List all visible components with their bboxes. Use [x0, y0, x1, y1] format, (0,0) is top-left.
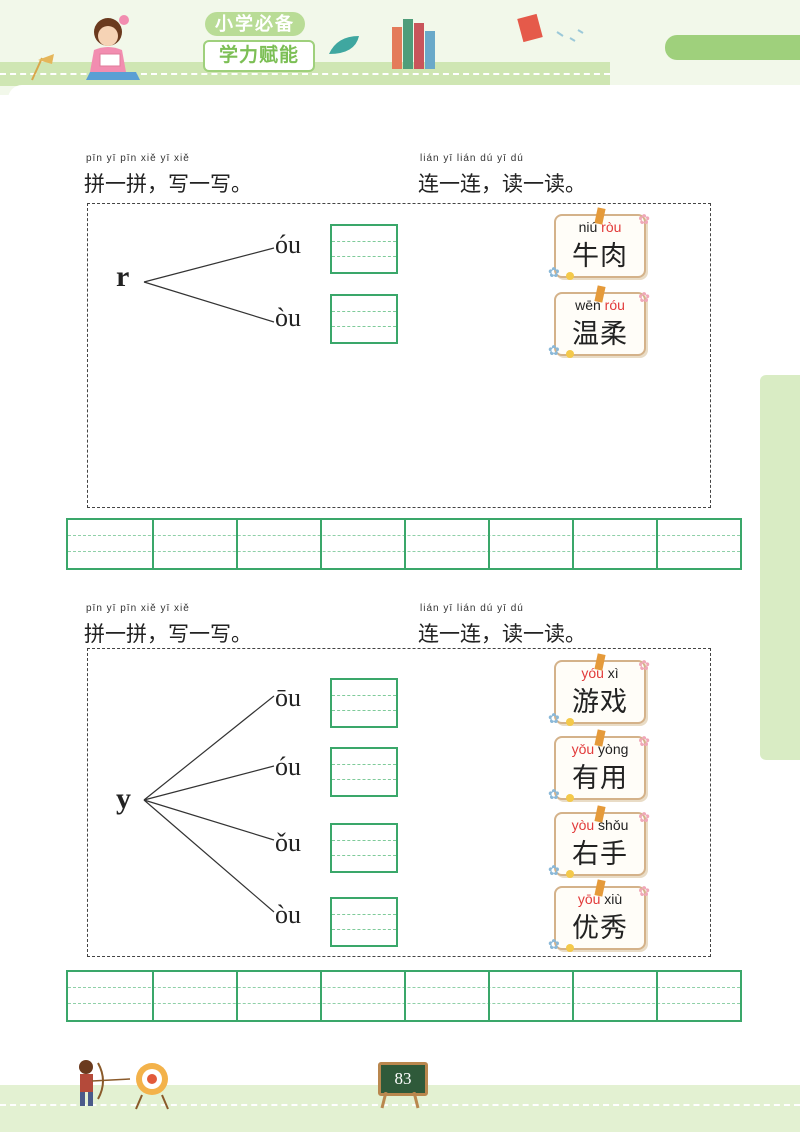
section1-exercise-box — [87, 203, 711, 508]
section1-right-pinyin: lián yī lián dú yī dú — [420, 153, 524, 164]
flying-book-icon — [517, 13, 584, 43]
card-hanzi: 右手 — [572, 839, 628, 870]
section2-right-title: 连一连，读一读。 — [418, 622, 586, 646]
card-pinyin-2: xiù — [604, 891, 623, 907]
section1-final-1: óu — [275, 230, 301, 259]
section1-write-box-1[interactable] — [330, 224, 398, 274]
section2-write-box-1[interactable] — [330, 678, 398, 728]
card-pinyin-1: yòu — [571, 817, 595, 833]
card-hanzi: 游戏 — [572, 687, 628, 718]
card-pinyin-2: xì — [607, 665, 619, 681]
flower-icon: ✿ — [638, 291, 650, 306]
reading-girl-illustration — [31, 15, 140, 81]
header-badge-top: 小学必备 — [205, 12, 305, 36]
flower-icon: ✿ — [638, 659, 650, 674]
card-pinyin-2: róu — [604, 297, 625, 313]
flower-icon: ✿ — [548, 864, 560, 879]
books-icon — [392, 19, 435, 69]
card-pinyin-1: yōu — [577, 891, 601, 907]
header-corner-tab — [665, 35, 800, 60]
section2-right-pinyin: lián yī lián dú yī dú — [420, 603, 524, 614]
section2-word-card-4[interactable]: ✿ ✿ yōu xiù 优秀 — [548, 879, 650, 953]
section2-word-card-1[interactable]: ✿ ✿ yóu xì 游戏 — [548, 653, 650, 727]
flower-icon: ✿ — [548, 938, 560, 953]
section2-final-3: ǒu — [275, 828, 301, 857]
section2-writing-grid[interactable] — [66, 970, 742, 1022]
flower-icon: ✿ — [638, 885, 650, 900]
flower-icon: ✿ — [638, 735, 650, 750]
card-pinyin-2: yòng — [598, 741, 629, 757]
card-pinyin-1: yóu — [581, 665, 604, 681]
flower-icon: ✿ — [638, 213, 650, 228]
card-pinyin-2: ròu — [601, 219, 622, 235]
section2-word-card-2[interactable]: ✿ ✿ yǒu yòng 有用 — [548, 729, 650, 803]
side-tab — [760, 375, 800, 760]
card-pinyin-1: yǒu — [571, 741, 595, 757]
section1-word-card-1[interactable]: ✿ ✿ niú ròu 牛肉 — [548, 207, 650, 281]
section2-write-box-3[interactable] — [330, 823, 398, 873]
leaf-icon — [329, 36, 359, 54]
section1-right-title: 连一连，读一读。 — [418, 172, 586, 196]
section2-final-2: óu — [275, 752, 301, 781]
section1-left-title: 拼一拼，写一写。 — [84, 172, 252, 196]
section2-branch-lines — [143, 695, 275, 913]
section1-word-card-2[interactable]: ✿ ✿ wēn róu 温柔 — [548, 285, 650, 359]
section2-write-box-2[interactable] — [330, 747, 398, 797]
section1-initial: r — [116, 260, 130, 293]
flower-icon: ✿ — [548, 266, 560, 281]
card-hanzi: 有用 — [572, 763, 628, 794]
header-road-dashes — [0, 73, 610, 75]
footer-road-dashes — [0, 1104, 800, 1106]
easel-legs — [380, 1092, 420, 1109]
section2-left-title: 拼一拼，写一写。 — [84, 622, 252, 646]
section2-left-pinyin: pīn yī pīn xiě yī xiě — [86, 603, 190, 614]
page-paper — [8, 85, 800, 1085]
section1-branch-lines — [143, 247, 275, 323]
flower-icon: ✿ — [548, 344, 560, 359]
section2-final-1: ōu — [275, 683, 301, 712]
flower-icon: ✿ — [548, 788, 560, 803]
card-hanzi: 温柔 — [572, 319, 628, 350]
section1-left-pinyin: pīn yī pīn xiě yī xiě — [86, 153, 190, 164]
card-pinyin-1: wēn — [575, 297, 601, 313]
card-pinyin-2: shǒu — [598, 817, 629, 833]
card-hanzi: 优秀 — [572, 913, 628, 944]
header-badge-bottom: 学力赋能 — [203, 40, 315, 72]
card-hanzi: 牛肉 — [572, 241, 628, 272]
section2-exercise-box — [87, 648, 711, 957]
section2-word-card-3[interactable]: ✿ ✿ yòu shǒu 右手 — [548, 805, 650, 879]
flower-icon: ✿ — [638, 811, 650, 826]
card-pinyin-1: niú — [578, 219, 598, 235]
page-number: 83 — [378, 1062, 428, 1096]
flower-icon: ✿ — [548, 712, 560, 727]
section2-initial: y — [116, 782, 131, 815]
section2-write-box-4[interactable] — [330, 897, 398, 947]
section2-final-4: òu — [275, 900, 301, 929]
archer-target-illustration — [79, 1060, 169, 1110]
section1-writing-grid[interactable] — [66, 518, 742, 570]
section1-final-2: òu — [275, 303, 301, 332]
section1-write-box-2[interactable] — [330, 294, 398, 344]
